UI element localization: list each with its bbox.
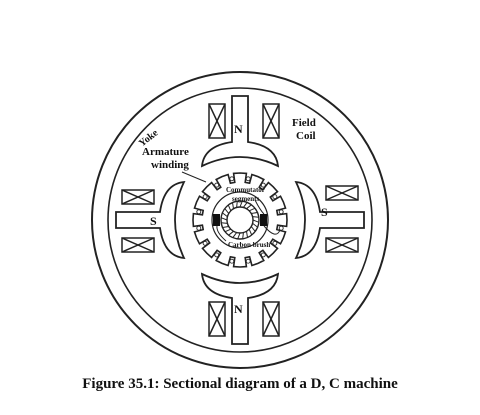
commutator: [220, 200, 260, 240]
commutator-segment: [224, 228, 232, 233]
commutator-segment: [224, 208, 230, 214]
field-coil-top-left: [208, 103, 226, 139]
armature-conductor: [272, 240, 278, 246]
commutator-leader: [254, 199, 265, 215]
pole-top-label: N: [234, 122, 243, 136]
commutator-segment: [246, 231, 248, 238]
pole-top: [200, 95, 280, 168]
pole-left: [115, 180, 186, 260]
field-coil-bottom-left: [208, 301, 226, 337]
commutator-segment: [252, 222, 258, 228]
armature-conductor: [229, 258, 235, 264]
pole-left-label: S: [150, 214, 157, 228]
commutator-segment: [220, 217, 228, 221]
commutator-segment: [242, 202, 248, 208]
commutator-segment: [222, 212, 228, 218]
brush-leader-left: [216, 225, 227, 242]
commutator-segment: [252, 216, 259, 218]
armature-label-line2: winding: [151, 159, 189, 171]
armature-leader: [181, 171, 207, 183]
armature-conductor: [260, 252, 266, 258]
yoke-outer-circle: [91, 71, 389, 369]
carbon-brush-label: Carbon brush: [228, 241, 270, 249]
pole-right-label: S: [321, 205, 328, 219]
commutator-segment: [251, 212, 258, 214]
field-coil-label-line1: Field: [292, 117, 316, 129]
commutator-segment: [221, 222, 228, 224]
armature-conductor: [214, 252, 220, 258]
field-coil-left-bottom: [121, 237, 155, 253]
yoke-inner-circle: [107, 87, 373, 353]
commutator-segment: [248, 207, 256, 212]
armature-conductor: [214, 182, 220, 188]
commutator-segment: [222, 226, 229, 228]
armature-conductor: [229, 176, 235, 182]
commutator-segment: [227, 204, 232, 212]
commutator-segment: [237, 232, 241, 240]
brush-leader-right: [263, 225, 281, 235]
commutator-segment: [242, 232, 244, 239]
commutator-segment: [250, 226, 256, 232]
armature-conductor: [196, 225, 202, 231]
armature-conductor: [196, 209, 202, 215]
field-coil-top-right: [262, 103, 280, 139]
field-coil-label-line2: Coil: [296, 130, 316, 142]
armature-conductor: [278, 209, 284, 215]
field-coil-bottom-right: [262, 301, 280, 337]
armature-conductor: [245, 258, 251, 264]
field-coil-right-bottom: [325, 237, 359, 253]
armature-conductor: [260, 182, 266, 188]
commutator-segment: [248, 228, 253, 236]
armature-conductor: [202, 194, 208, 200]
carbon-brush-left: [213, 214, 220, 226]
pole-right: [294, 180, 365, 260]
commutator-segment: [232, 232, 238, 238]
field-coil-left-top: [121, 189, 155, 205]
commutator-segment: [246, 204, 252, 210]
commutator-segment: [239, 200, 243, 208]
commutator-label-line2: segments: [232, 195, 259, 203]
armature-conductor: [245, 176, 251, 182]
armature-conductor: [202, 240, 208, 246]
pole-bottom-label: N: [234, 302, 243, 316]
armature-conductor: [278, 225, 284, 231]
armature-core: [192, 172, 288, 268]
commutator-label-line1: Commutator: [226, 186, 265, 194]
armature-conductor: [272, 194, 278, 200]
armature-label-line1: Armature: [142, 146, 189, 158]
figure-caption: Figure 35.1: Sectional diagram of a D, C…: [82, 376, 398, 392]
pole-bottom: [200, 272, 280, 345]
commutator-segment: [236, 201, 238, 208]
field-coil-right-top: [325, 185, 359, 201]
commutator-segment: [232, 202, 234, 209]
commutator-segment: [228, 230, 234, 236]
carbon-brush-right: [260, 214, 267, 226]
commutator-segment: [252, 219, 260, 223]
